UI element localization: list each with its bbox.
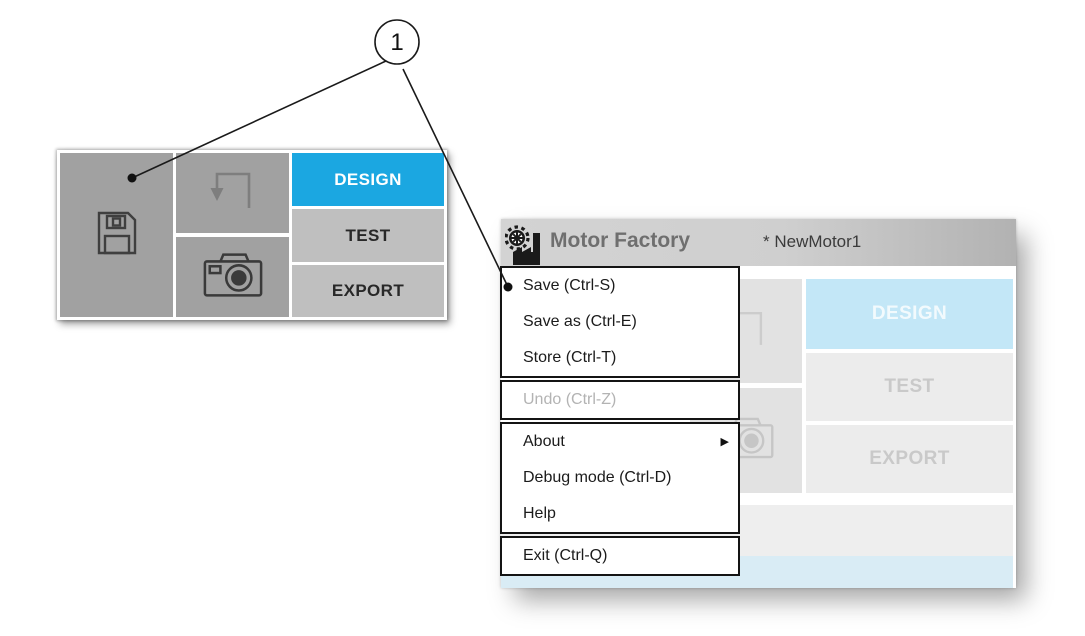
callout-circle [374,19,420,65]
menu-group-tools: About ▶ Debug mode (Ctrl-D) Help [500,422,740,534]
file-menu: Save (Ctrl-S) Save as (Ctrl-E) Store (Ct… [500,266,740,578]
tab-test[interactable]: TEST [292,209,444,262]
motor-factory-window: Motor Factory * NewMotor1 DESIGN TEST EX… [500,219,1016,588]
tab-export[interactable]: EXPORT [292,265,444,317]
menu-group-save: Save (Ctrl-S) Save as (Ctrl-E) Store (Ct… [500,266,740,378]
save-icon [93,209,141,262]
menu-item-help[interactable]: Help [523,505,556,522]
window-title: Motor Factory [550,229,691,252]
zoomed-toolbar-panel: DESIGN TEST EXPORT [57,150,447,320]
tab-export-faded[interactable]: EXPORT [806,425,1013,493]
save-button[interactable] [60,153,173,317]
title-bar[interactable]: Motor Factory * NewMotor1 [501,219,1016,266]
tab-design[interactable]: DESIGN [292,153,444,206]
submenu-arrow-icon: ▶ [720,436,729,448]
menu-item-undo: Undo (Ctrl-Z) [523,391,617,408]
menu-group-undo: Undo (Ctrl-Z) [500,380,740,420]
menu-item-save[interactable]: Save (Ctrl-S) [523,277,616,294]
menu-item-about[interactable]: About ▶ [502,424,738,460]
menu-item-debug-mode[interactable]: Debug mode (Ctrl-D) [523,469,672,486]
document-name: * NewMotor1 [763,232,862,251]
load-arrow-icon [201,162,265,225]
load-button[interactable] [176,153,289,233]
snapshot-camera-icon [202,250,264,305]
tab-design-faded[interactable]: DESIGN [806,279,1013,349]
menu-item-store[interactable]: Store (Ctrl-T) [523,349,617,366]
menu-item-save-as[interactable]: Save as (Ctrl-E) [523,313,637,330]
menu-item-exit[interactable]: Exit (Ctrl-Q) [523,547,608,564]
snapshot-button[interactable] [176,237,289,317]
motor-factory-logo-icon [504,224,545,271]
tab-test-faded[interactable]: TEST [806,353,1013,421]
menu-group-exit: Exit (Ctrl-Q) [500,536,740,576]
callout-number: 1 [390,29,403,56]
